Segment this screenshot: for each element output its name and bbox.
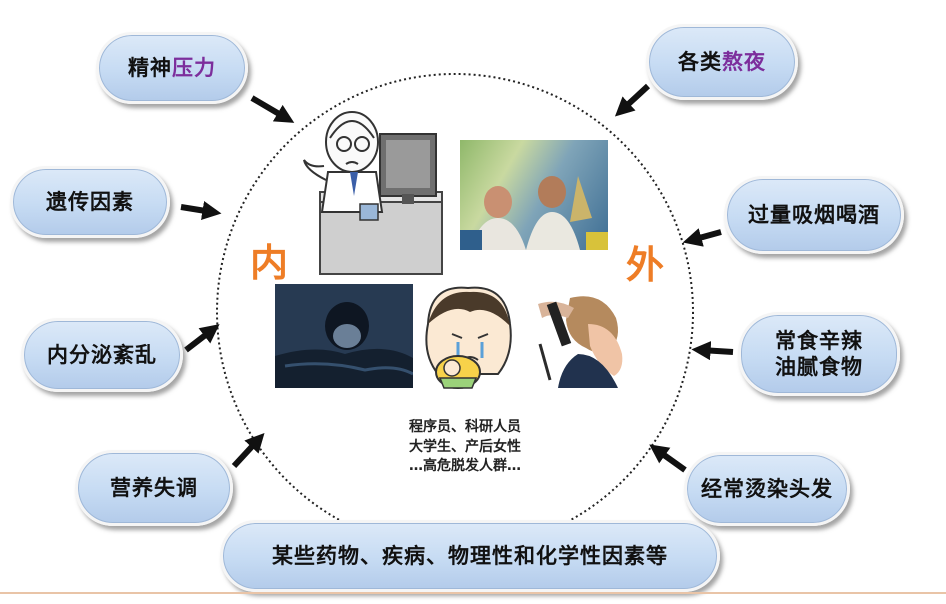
arrow-nutrition xyxy=(231,432,265,469)
bottom-divider xyxy=(0,592,946,594)
factor-endocrine: 内分泌紊乱 xyxy=(21,318,183,392)
arrow-spicy xyxy=(691,341,734,361)
outer-label: 外 xyxy=(626,243,665,287)
arrow-genetic xyxy=(180,200,222,220)
factor-stayup: 各类熬夜 xyxy=(646,24,798,100)
arrow-endocrine xyxy=(184,324,220,353)
photo-crowd xyxy=(460,140,608,250)
photo-dark-room xyxy=(275,284,413,388)
factor-smoke-drink: 过量吸烟喝酒 xyxy=(724,176,904,254)
high-risk-groups-note: 程序员、科研人员 大学生、产后女性 …高危脱发人群… xyxy=(409,419,521,475)
factor-spicy-food: 常食辛辣 油腻食物 xyxy=(738,312,900,396)
arrow-dye xyxy=(649,444,687,473)
photo-hair-dye xyxy=(518,284,652,388)
inner-label: 内 xyxy=(250,241,289,285)
boundary-circle xyxy=(216,73,694,551)
factor-genetic: 遗传因素 xyxy=(10,166,170,238)
factor-pressure: 精神压力 xyxy=(96,32,248,104)
arrow-pressure xyxy=(250,95,295,123)
factor-hair-dye: 经常烫染头发 xyxy=(684,452,850,526)
factor-nutrition: 营养失调 xyxy=(75,450,233,526)
bottom-banner: 某些药物、疾病、物理性和化学性因素等 xyxy=(220,520,720,592)
arrow-stayup xyxy=(614,83,651,117)
arrow-smoke xyxy=(682,228,722,247)
